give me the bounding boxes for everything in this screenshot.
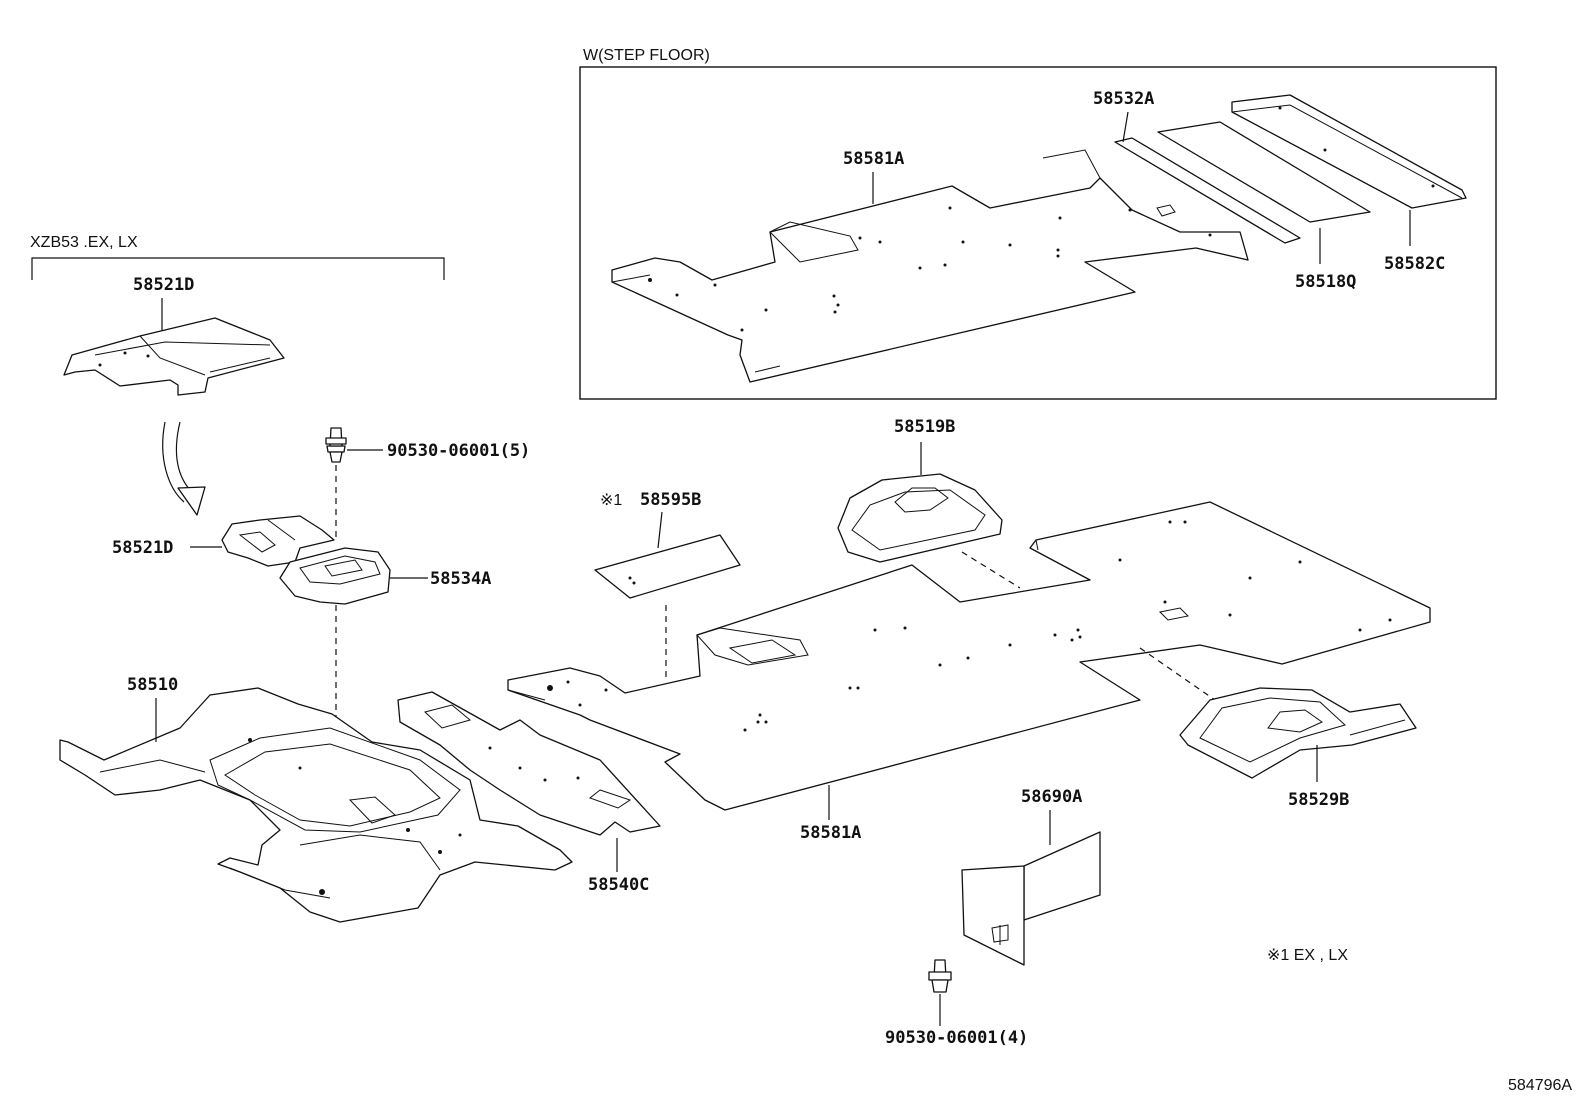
label-58532A: 58532A — [1093, 89, 1154, 109]
small-floor-pad — [594, 534, 741, 599]
clip-4: 90530-06001(4) — [885, 959, 1028, 1048]
footnote: ※1 EX , LX — [1267, 947, 1348, 964]
console-duct — [279, 547, 391, 605]
side-panel-board — [1023, 831, 1101, 921]
small-floor-cover — [221, 515, 335, 567]
label-58540C: 58540C — [588, 875, 649, 895]
label-90530-5: 90530-06001(5) — [387, 441, 530, 461]
label-58581A: 58581A — [800, 823, 861, 843]
label-58518Q: 58518Q — [1295, 272, 1356, 292]
rear-floor-mat — [507, 501, 1431, 811]
label-90530-4: 90530-06001(4) — [885, 1028, 1028, 1048]
label-58595B-mark: ※1 — [600, 492, 622, 509]
step-floor-panel-mid — [1157, 121, 1371, 223]
step-floor-title: W(STEP FLOOR) — [583, 47, 710, 64]
part-58521D: 58521D — [112, 515, 335, 567]
xzb-floor-cover — [63, 317, 285, 396]
step-floor-frame — [579, 66, 1497, 400]
label-58521D-top: 58521D — [133, 275, 194, 295]
diagram-id: 584796A — [1508, 1077, 1572, 1094]
label-58582C: 58582C — [1384, 254, 1445, 274]
label-58510: 58510 — [127, 675, 178, 695]
label-58534A: 58534A — [430, 569, 491, 589]
part-58529B: 58529B — [1179, 687, 1417, 810]
front-floor-carpet — [59, 687, 573, 923]
label-58690A: 58690A — [1021, 787, 1082, 807]
step-floor-mat — [611, 177, 1249, 383]
part-58581A: 58581A — [507, 501, 1431, 843]
xzb-bracket-line — [31, 257, 445, 280]
side-panel-board-face — [961, 865, 1025, 966]
label-58529B: 58529B — [1288, 790, 1349, 810]
label-58595B: 58595B — [640, 490, 701, 510]
rear-hump-cover — [837, 473, 1003, 563]
part-58540C: 58540C — [397, 691, 661, 895]
part-58534A: 58534A — [279, 547, 491, 760]
rear-wheel-hump — [1179, 687, 1417, 779]
clip-5: 90530-06001(5) — [325, 427, 530, 540]
part-58510: 58510 — [59, 675, 573, 923]
assembly-arrow — [175, 421, 193, 493]
part-58690A: 58690A — [961, 787, 1101, 966]
step-floor-inset: W(STEP FLOOR) 58581A 58532A — [579, 47, 1497, 400]
label-58521D: 58521D — [112, 538, 173, 558]
part-58595B: ※1 58595B — [594, 490, 741, 680]
step-floor-strip — [1114, 137, 1301, 244]
label-58581A-top: 58581A — [843, 149, 904, 169]
xzb-title: XZB53 .EX, LX — [30, 234, 138, 251]
label-58519B: 58519B — [894, 417, 955, 437]
part-58519B: 58519B — [837, 417, 1021, 589]
xzb-group: XZB53 .EX, LX 58521D — [30, 234, 445, 516]
